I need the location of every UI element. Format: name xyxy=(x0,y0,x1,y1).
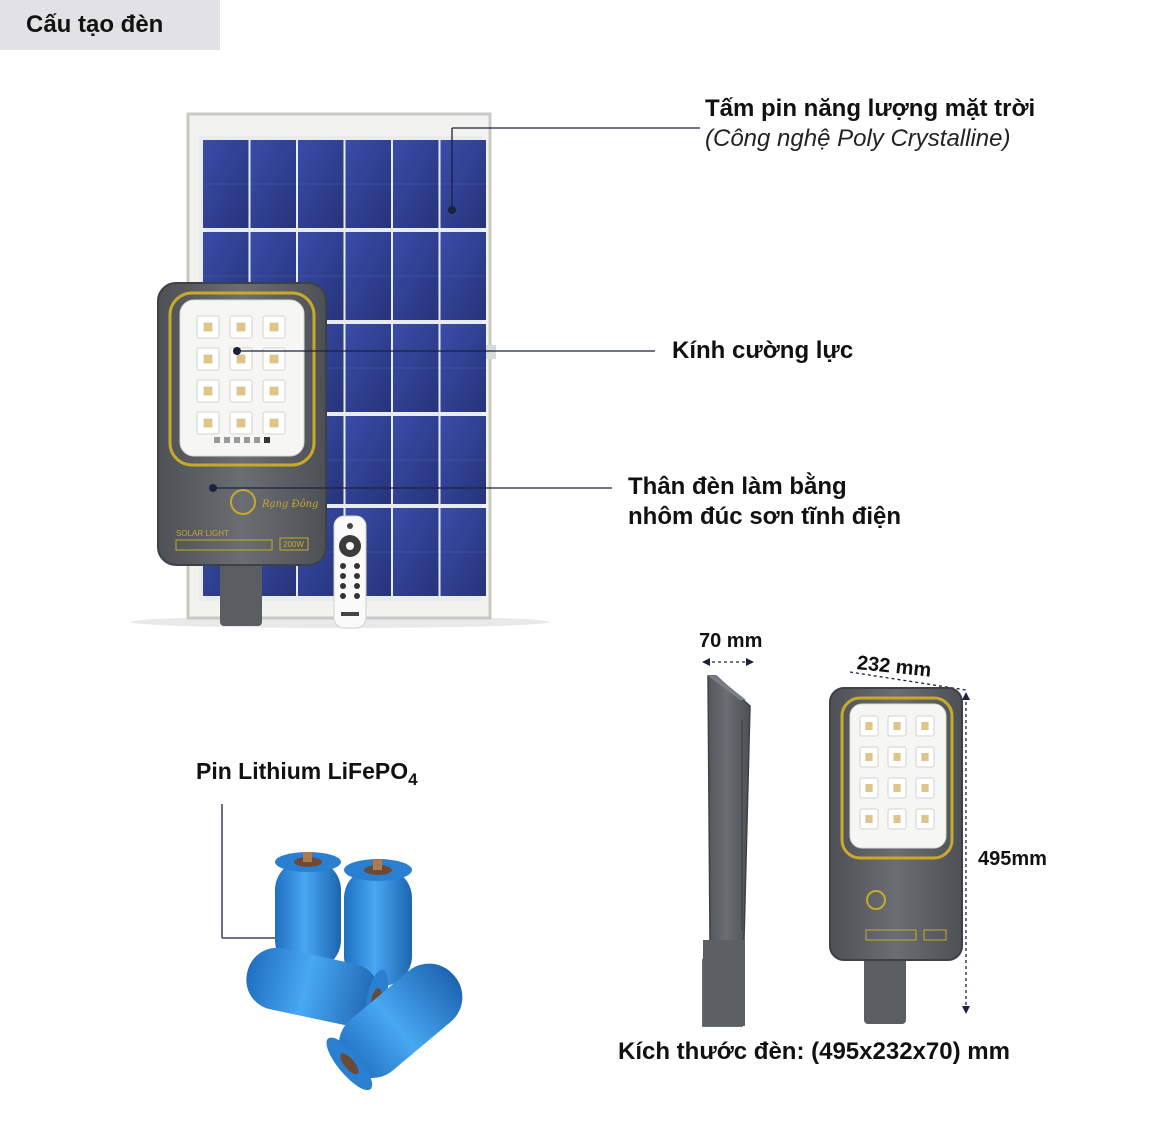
panel-callout: Tấm pin năng lượng mặt trời (Công nghệ P… xyxy=(705,94,1035,154)
lamp-power-text: 200W xyxy=(283,540,304,549)
battery-cell-image xyxy=(246,852,463,1091)
street-lamp-image: Rạng Đông SOLAR LIGHT 200W xyxy=(157,282,327,626)
height-dimension: 495mm xyxy=(978,848,1047,870)
dimension-summary: Kích thước đèn: (495x232x70) mm xyxy=(618,1038,1010,1065)
lamp-side-view-image xyxy=(702,675,751,1027)
body-callout-line2: nhôm đúc sơn tĩnh điện xyxy=(628,503,902,530)
battery-label-main: Pin Lithium LiFePO xyxy=(196,758,409,784)
body-callout: Thân đèn làm bằng nhôm đúc sơn tĩnh điện xyxy=(628,472,901,532)
lamp-front-view-image xyxy=(829,687,963,1024)
body-callout-line1: Thân đèn làm bằng xyxy=(628,473,847,500)
panel-callout-subtitle: (Công nghệ Poly Crystalline) xyxy=(705,125,1011,152)
lamp-brand-text: Rạng Đông xyxy=(261,499,318,510)
remote-control-image xyxy=(333,515,367,629)
battery-label: Pin Lithium LiFePO4 xyxy=(196,758,418,790)
lamp-model-text: SOLAR LIGHT xyxy=(176,529,229,538)
panel-callout-title: Tấm pin năng lượng mặt trời xyxy=(705,95,1036,122)
glass-callout: Kính cường lực xyxy=(672,337,854,364)
battery-label-subscript: 4 xyxy=(408,770,418,789)
depth-dimension: 70 mm xyxy=(699,630,763,652)
section-title: Cấu tạo đèn xyxy=(0,0,220,50)
